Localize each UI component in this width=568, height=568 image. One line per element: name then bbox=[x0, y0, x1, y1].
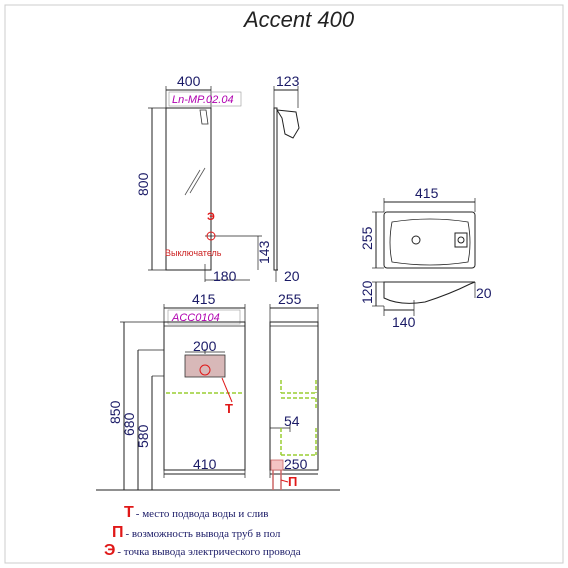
mirror-depth-label: 123 bbox=[276, 73, 300, 89]
mirror-side-view bbox=[273, 86, 300, 282]
sink-side-view bbox=[372, 281, 476, 316]
cabinet-code: ACC0104 bbox=[171, 312, 220, 324]
mirror-gap-label: 20 bbox=[284, 268, 300, 284]
legend-symbol: Э bbox=[104, 542, 116, 559]
hole-width-label: 200 bbox=[193, 338, 217, 354]
legend-text: - возможность вывода труб в пол bbox=[125, 528, 281, 540]
cabinet-height-total-label: 850 bbox=[107, 400, 123, 424]
legend-symbol: Т bbox=[124, 504, 134, 521]
mirror-code: Ln-MP.02.04 bbox=[172, 94, 234, 106]
water-symbol: Т bbox=[225, 401, 233, 416]
side-shelf-lines bbox=[280, 380, 317, 410]
cabinet-side-view bbox=[269, 304, 319, 478]
mirror-width-label: 400 bbox=[177, 73, 201, 89]
sink-width-label: 415 bbox=[415, 185, 439, 201]
legend-item-floor: П- возможность вывода труб в пол bbox=[112, 524, 280, 542]
sink-depth-label: 255 bbox=[359, 226, 375, 250]
cabinet-width-bottom-label: 410 bbox=[193, 456, 217, 472]
mirror-outline bbox=[165, 107, 212, 271]
floor-depth-label: 250 bbox=[284, 456, 308, 472]
side-inner-lines bbox=[280, 428, 317, 456]
switch-label: Выключатель bbox=[165, 248, 222, 258]
cabinet-height-3-label: 580 bbox=[135, 424, 151, 448]
mirror-height-label: 800 bbox=[135, 172, 151, 196]
cabinet-width-top-label: 415 bbox=[192, 291, 216, 307]
sink-height-label: 120 bbox=[359, 280, 375, 304]
legend-text: - место подвода воды и слив bbox=[135, 508, 269, 520]
sink-top-view bbox=[372, 198, 476, 269]
legend-symbol: П bbox=[112, 524, 124, 541]
lamp-icon bbox=[199, 109, 209, 125]
cabinet-height-2-label: 680 bbox=[121, 412, 137, 436]
legend-item-water: Т- место подвода воды и слив bbox=[124, 504, 268, 522]
mirror-front-view bbox=[148, 86, 262, 282]
floor-symbol: П bbox=[288, 474, 297, 489]
switch-offset-label: 180 bbox=[213, 268, 237, 284]
shelf-offset-label: 54 bbox=[284, 413, 300, 429]
legend-item-electric: Э- точка вывода электрического провода bbox=[104, 542, 301, 560]
switch-point-icon bbox=[206, 231, 216, 241]
cabinet-side-depth-label: 255 bbox=[278, 291, 302, 307]
sink-drain-icon bbox=[411, 235, 421, 245]
cabinet-front-view bbox=[96, 304, 340, 491]
switch-symbol: Э bbox=[207, 211, 215, 223]
switch-height-label: 143 bbox=[256, 240, 272, 264]
drain-point-icon bbox=[199, 364, 211, 376]
legend-text: - точка вывода электрического провода bbox=[117, 546, 301, 558]
water-pointer bbox=[221, 377, 233, 403]
service-hole bbox=[184, 354, 226, 378]
sink-side-depth-label: 140 bbox=[392, 314, 416, 330]
floor-outlet bbox=[270, 459, 284, 471]
sink-side-offset-label: 20 bbox=[476, 285, 492, 301]
page-border bbox=[4, 4, 564, 564]
drawing-title: Accent 400 bbox=[242, 7, 355, 32]
